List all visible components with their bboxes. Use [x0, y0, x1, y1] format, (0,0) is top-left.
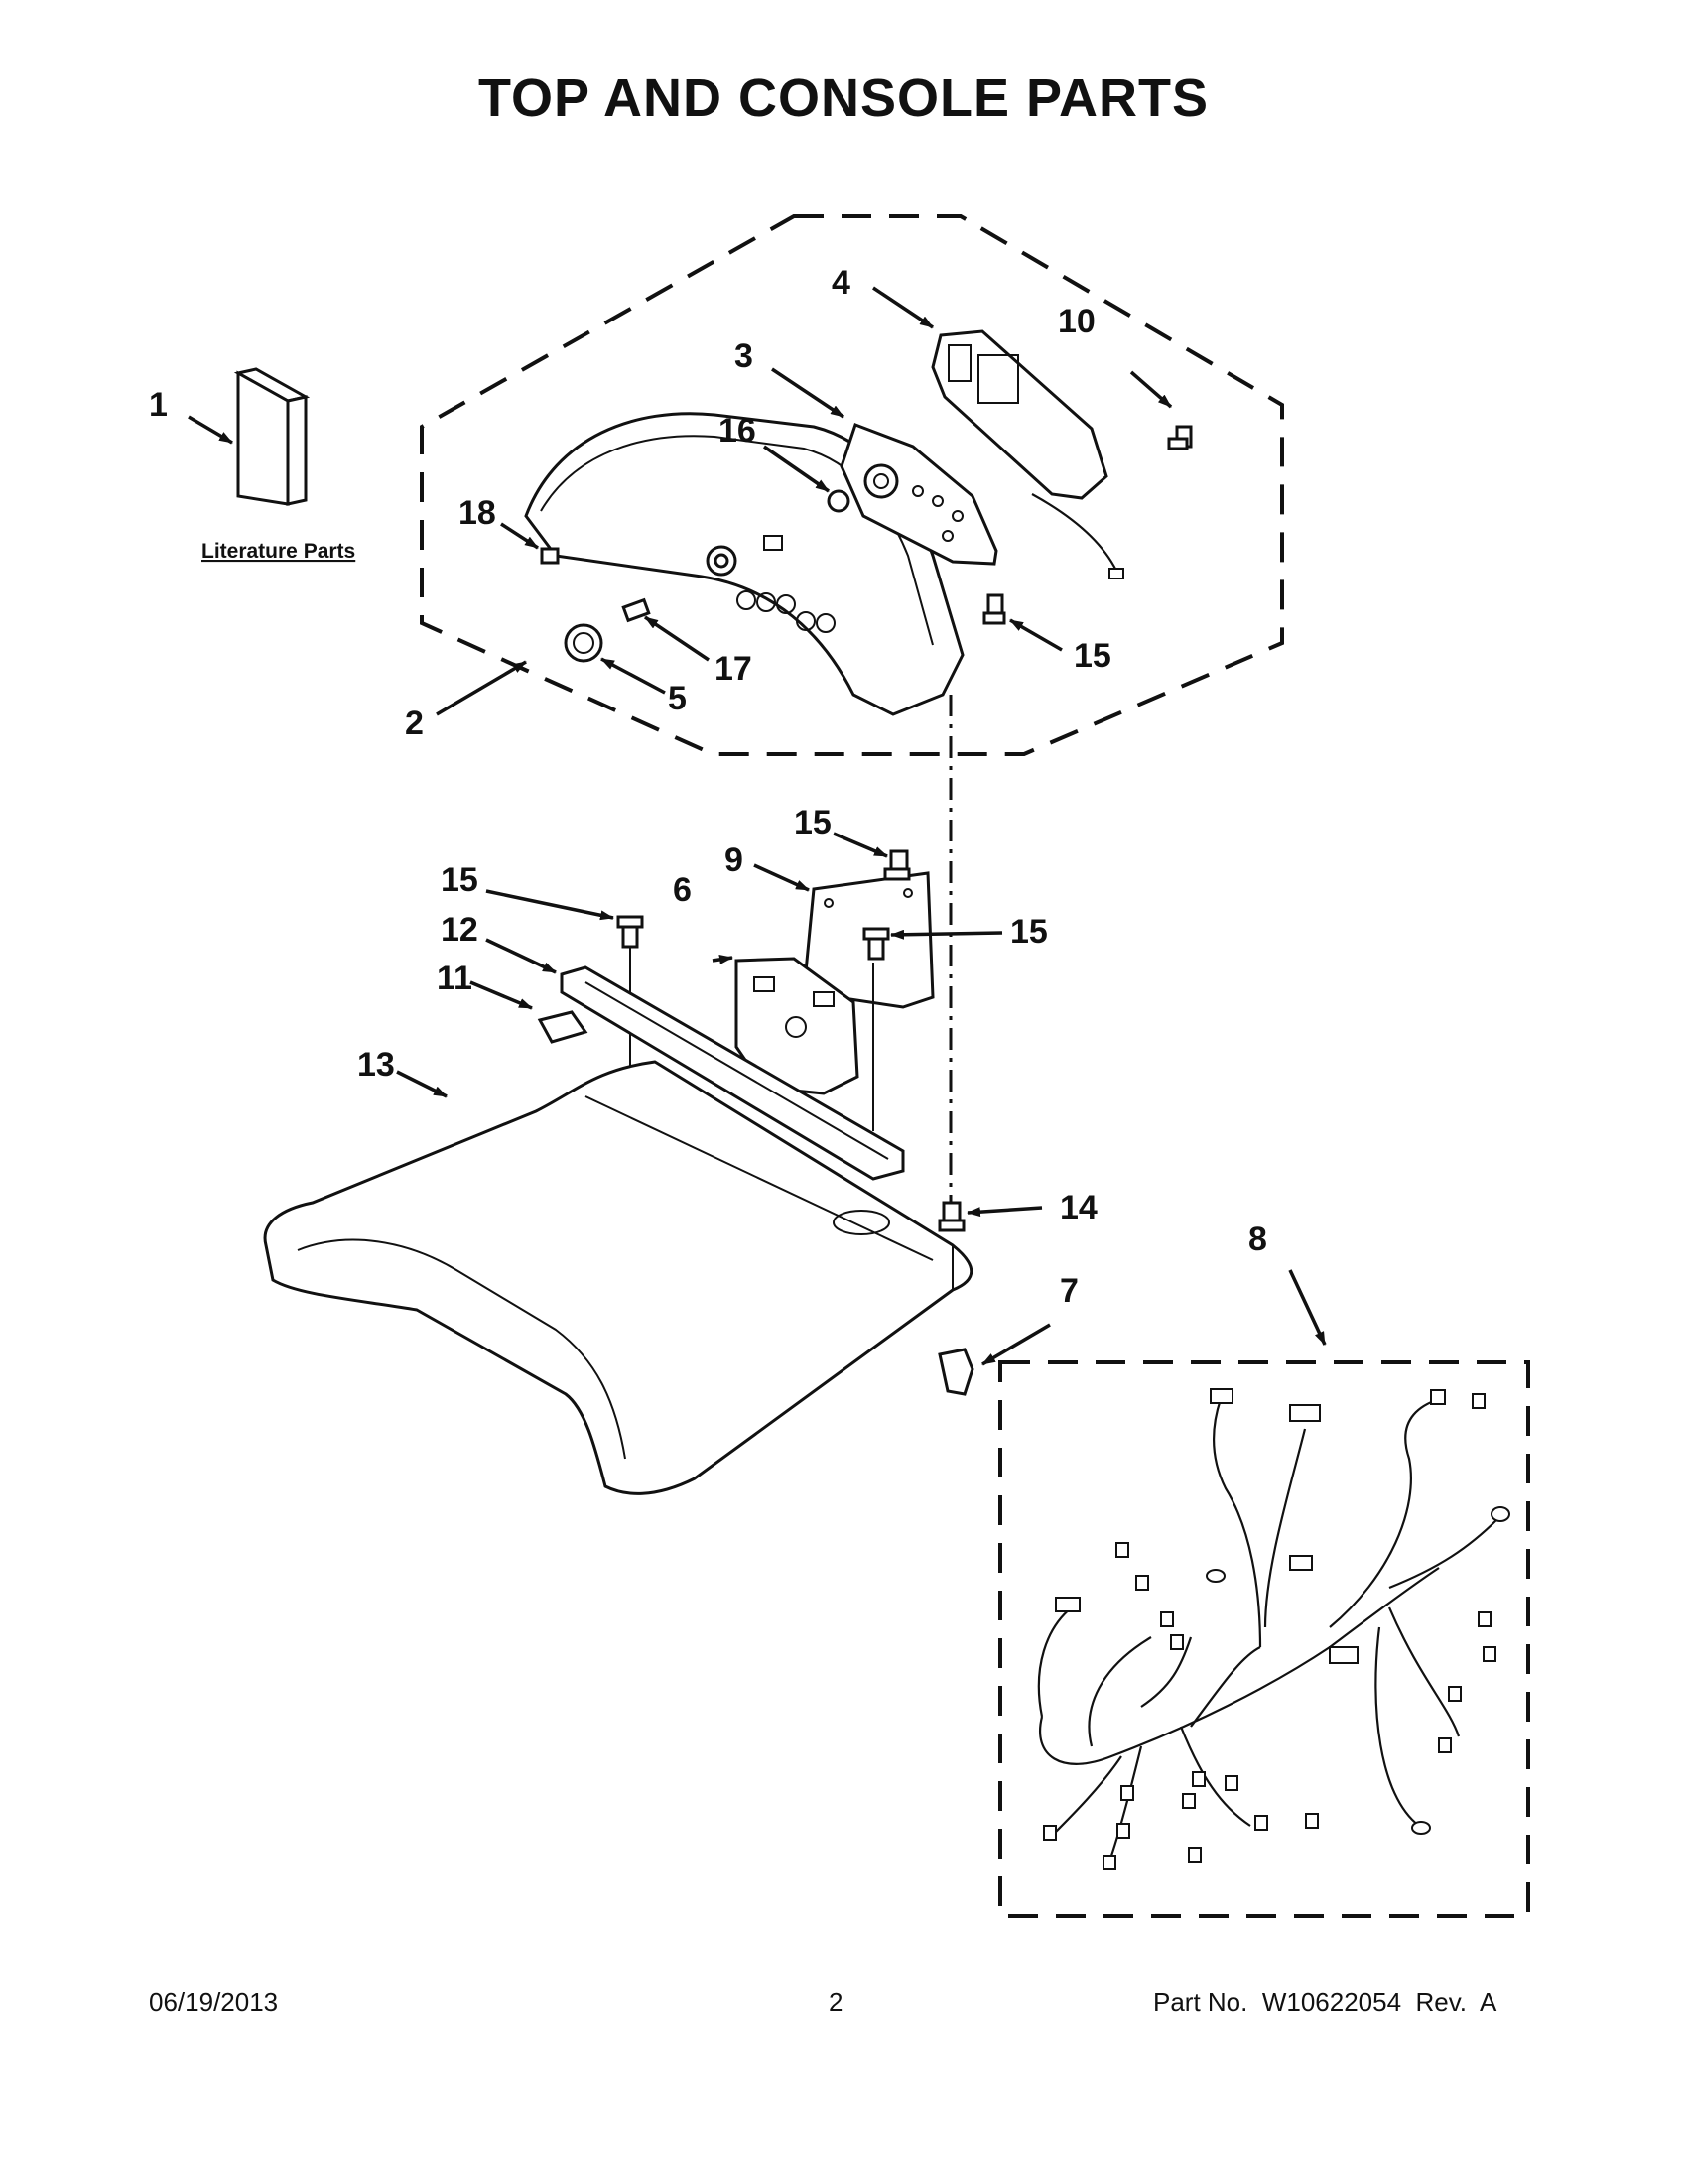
control-module-icon [734, 957, 874, 1131]
callout-5: 5 [668, 680, 687, 717]
callout-13: 13 [357, 1046, 395, 1084]
footer-part-number: Part No. W10622054 Rev. A [1153, 1988, 1497, 2017]
callout-10: 10 [1058, 303, 1096, 340]
clip-icon [540, 547, 560, 565]
control-board-icon [931, 329, 1124, 579]
callout-2: 2 [405, 705, 424, 742]
callout-9: 9 [724, 841, 743, 879]
callout-6: 6 [673, 871, 692, 909]
end-cap-icon [938, 1348, 974, 1396]
callout-8: 8 [1248, 1220, 1267, 1258]
wire-harness-icon [1037, 1388, 1510, 1870]
leader-arrows [188, 286, 1327, 1366]
callout-15-hinge: 15 [441, 861, 478, 899]
callout-17: 17 [714, 650, 752, 688]
console-assembly-boundary [420, 214, 1284, 756]
screw-15-mid-icon [883, 849, 911, 881]
ui-board-icon [840, 423, 998, 566]
callout-12: 12 [441, 911, 478, 949]
callout-15-console: 15 [1074, 637, 1111, 675]
callout-7: 7 [1060, 1272, 1079, 1310]
knob-insert-icon [621, 597, 651, 623]
literature-book-icon [233, 367, 311, 506]
callout-3: 3 [734, 337, 753, 375]
harness-boundary [998, 1360, 1530, 1918]
screw-15-right-icon [862, 927, 890, 961]
screw-10-icon [1167, 425, 1193, 450]
washer-icon [827, 489, 850, 513]
knob-icon [564, 623, 603, 663]
callout-15-bracket: 15 [794, 804, 832, 841]
page-title: TOP AND CONSOLE PARTS [477, 68, 1210, 128]
screw-15-upper-icon [982, 593, 1006, 625]
callout-11: 11 [437, 960, 472, 997]
callout-4: 4 [832, 264, 850, 302]
footer-page-number: 2 [829, 1988, 844, 2017]
footer-date: 06/19/2013 [149, 1988, 279, 2017]
clip-11-icon [537, 1010, 588, 1044]
top-panel-icon [263, 1060, 973, 1495]
callout-14: 14 [1060, 1189, 1098, 1226]
literature-parts-label: Literature Parts [201, 540, 355, 563]
callout-1: 1 [149, 386, 168, 424]
callout-16: 16 [718, 412, 756, 450]
callout-15-module: 15 [1010, 913, 1048, 951]
hinge-strip-icon [560, 965, 905, 1181]
screw-14-icon [938, 1201, 966, 1232]
callout-18: 18 [458, 494, 496, 532]
